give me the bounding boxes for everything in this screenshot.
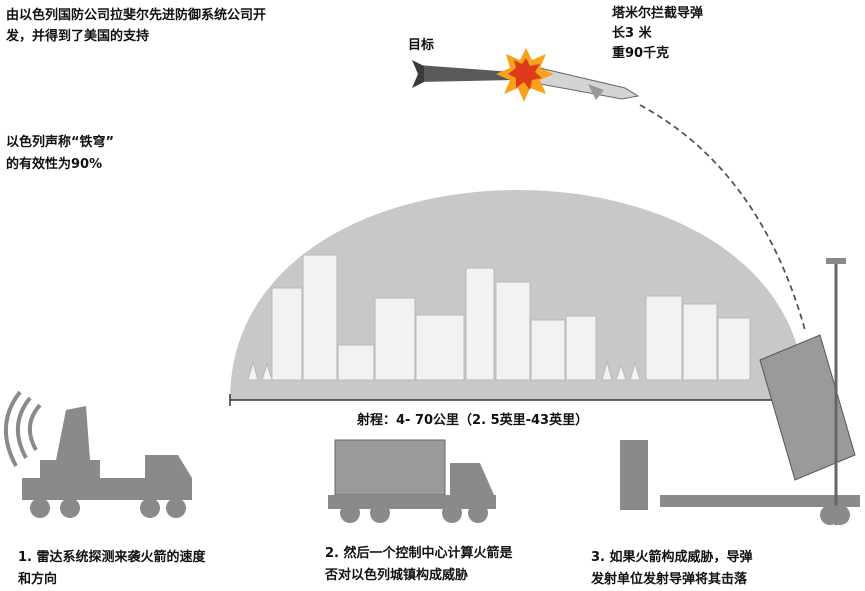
step-2-line2: 否对以色列城镇构成威胁 bbox=[325, 568, 469, 583]
interceptor-weight: 重90千克 bbox=[612, 46, 670, 61]
step-3-line2: 发射单位发射导弹将其击落 bbox=[591, 572, 748, 587]
range-indicator bbox=[229, 394, 805, 406]
rocket-icon bbox=[412, 60, 512, 88]
launcher-icon bbox=[620, 258, 860, 525]
missile-trajectory bbox=[639, 104, 806, 331]
step-1-line2: 和方向 bbox=[18, 572, 58, 587]
interceptor-length: 长3 米 bbox=[612, 26, 652, 41]
target-label: 目标 bbox=[408, 38, 435, 53]
interceptor-name: 塔米尔拦截导弹 bbox=[612, 6, 704, 21]
step-1-line1: 1. 雷达系统探测来袭火箭的速度 bbox=[18, 550, 206, 565]
step-3-line1: 3. 如果火箭构成威胁，导弹 bbox=[591, 550, 753, 565]
claim-line2: 的有效性为90% bbox=[6, 157, 103, 172]
control-center-truck-icon bbox=[328, 439, 496, 523]
radar-truck-icon bbox=[4, 390, 192, 518]
developer-note-line2: 发，并得到了美国的支持 bbox=[6, 29, 150, 44]
developer-note-line1: 由以色列国防公司拉斐尔先进防御系统公司开 bbox=[6, 8, 267, 23]
explosion-icon bbox=[496, 48, 554, 102]
city-skyline-icon bbox=[271, 254, 751, 381]
claim-line1: 以色列声称“铁穹” bbox=[6, 135, 115, 150]
tree-icons bbox=[247, 360, 641, 381]
range-label: 射程：4- 70公里（2. 5英里-43英里） bbox=[357, 413, 589, 428]
step-2-line1: 2. 然后一个控制中心计算火箭是 bbox=[325, 546, 513, 561]
